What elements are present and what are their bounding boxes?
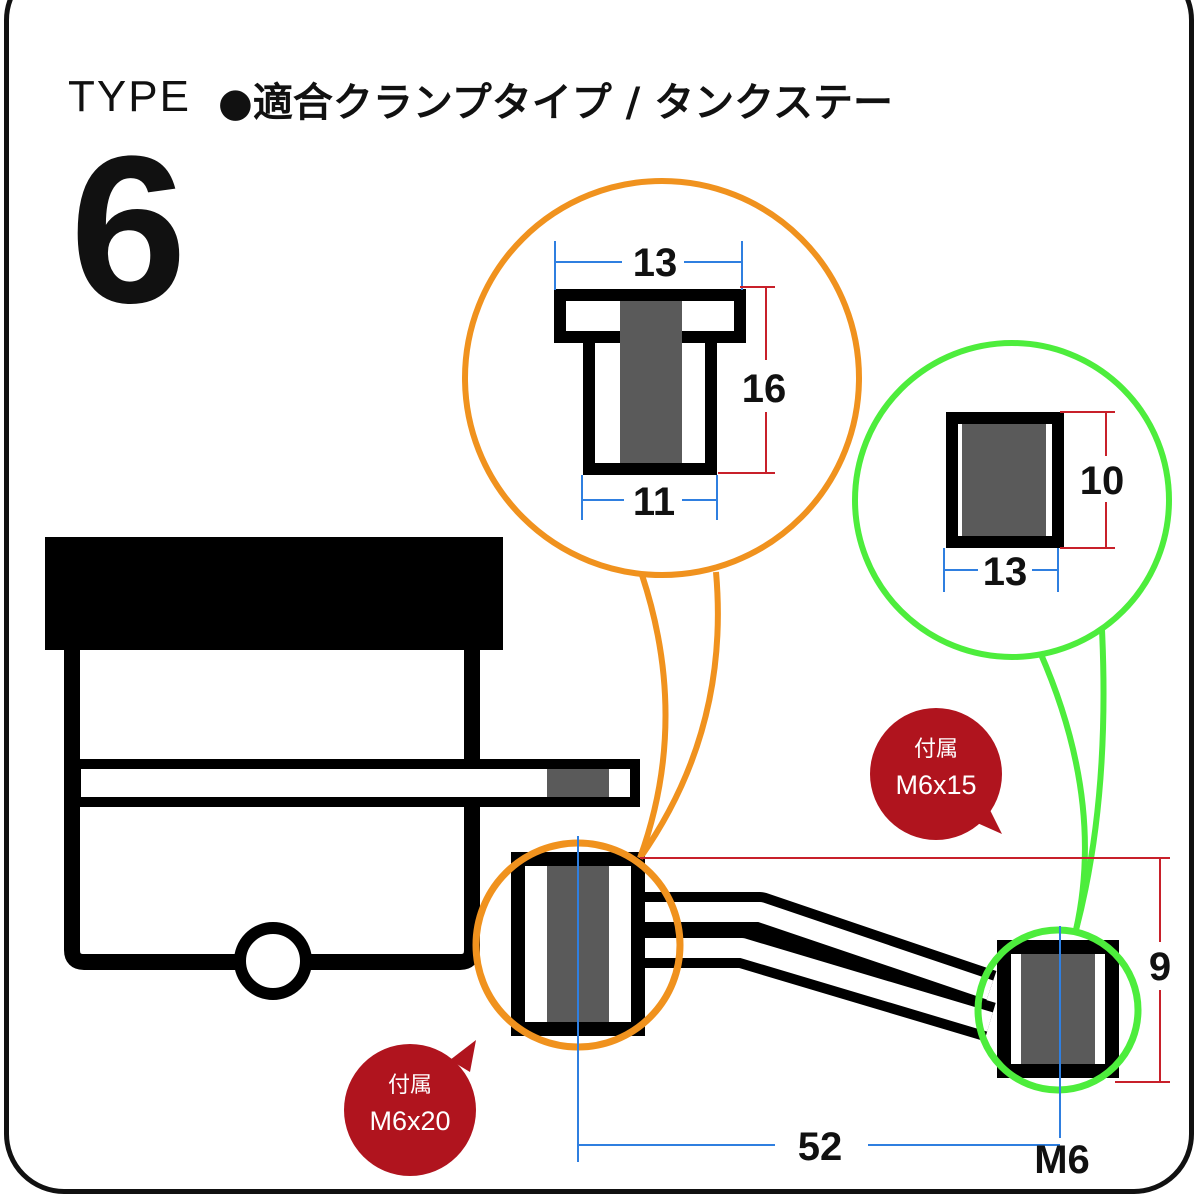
badge-right-line2: M6x15 xyxy=(895,770,976,800)
tank-band-bolt xyxy=(547,769,609,797)
dim-small-height: 10 xyxy=(1080,459,1125,503)
badge-left-line1: 付属 xyxy=(388,1073,432,1098)
green-callout: 13 10 xyxy=(852,340,1172,1094)
tank-cap xyxy=(45,537,503,650)
frame-border xyxy=(4,0,1194,1194)
dim-thread: M6 xyxy=(1034,1138,1090,1182)
stay-bar xyxy=(636,892,997,1042)
page-title: ●適合クランプタイプ / タンクステー xyxy=(218,80,893,126)
badge-right-line1: 付属 xyxy=(914,737,958,762)
dim-small-width: 13 xyxy=(983,550,1028,594)
type-number: 6 xyxy=(70,112,187,347)
dim-large-top-width: 13 xyxy=(633,241,678,285)
tank-outlet xyxy=(234,922,312,1000)
dim-large-bottom-width: 11 xyxy=(633,480,675,524)
orange-callout: 13 16 11 xyxy=(462,178,862,1051)
right-collar xyxy=(997,940,1119,1078)
tank-band xyxy=(71,759,640,807)
overall-dimensions: 9 52 M6 xyxy=(577,836,1171,1182)
badge-left-line2: M6x20 xyxy=(369,1106,450,1136)
badge-left: 付属 M6x20 xyxy=(344,1040,476,1176)
type-label: TYPE xyxy=(68,72,191,121)
dim-large-height: 16 xyxy=(742,367,787,411)
dim-center-distance: 52 xyxy=(798,1125,843,1169)
reservoir-tank xyxy=(45,537,640,1000)
badge-right: 付属 M6x15 xyxy=(870,708,1002,840)
dim-offset-height: 9 xyxy=(1149,945,1171,989)
